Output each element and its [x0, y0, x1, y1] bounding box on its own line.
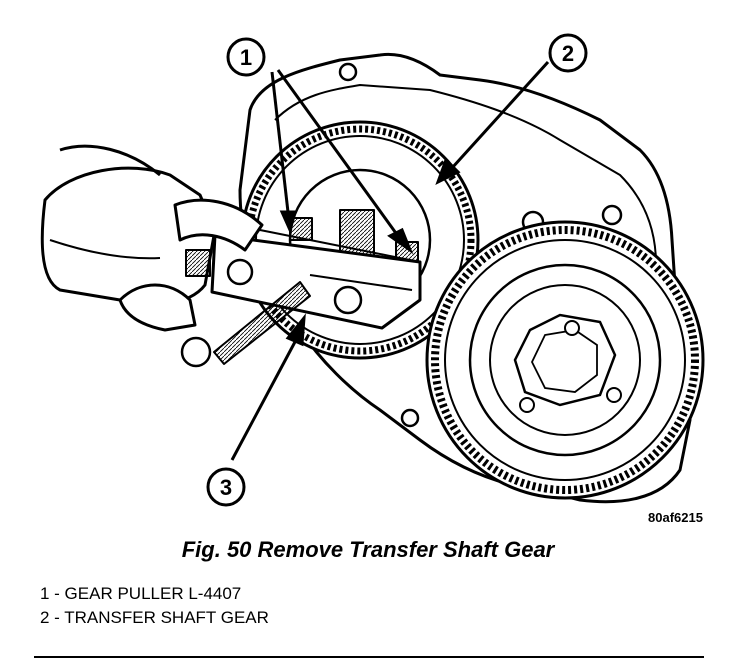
legend-item-2: 2 - TRANSFER SHAFT GEAR — [40, 608, 269, 627]
figure-caption: Fig. 50 Remove Transfer Shaft Gear — [181, 537, 555, 562]
callout-2: 2 — [548, 33, 588, 73]
output-gear — [425, 220, 705, 500]
legend-item-1: 1 - GEAR PULLER L-4407 — [40, 584, 242, 603]
gear-puller-tool — [180, 209, 422, 368]
callout-3: 3 — [206, 467, 246, 507]
svg-text:2: 2 — [562, 41, 574, 66]
svg-text:3: 3 — [220, 475, 232, 500]
svg-text:1: 1 — [240, 45, 252, 70]
callout-leaders — [230, 60, 550, 461]
technician-hands — [40, 144, 264, 332]
callout-1: 1 — [226, 37, 266, 77]
figure-code: 80af6215 — [648, 510, 703, 525]
legend: 1 - GEAR PULLER L-4407 2 - TRANSFER SHAF… — [40, 582, 269, 630]
gear-puller-illustration: 1 2 3 — [40, 33, 705, 507]
bottom-divider — [34, 656, 704, 658]
